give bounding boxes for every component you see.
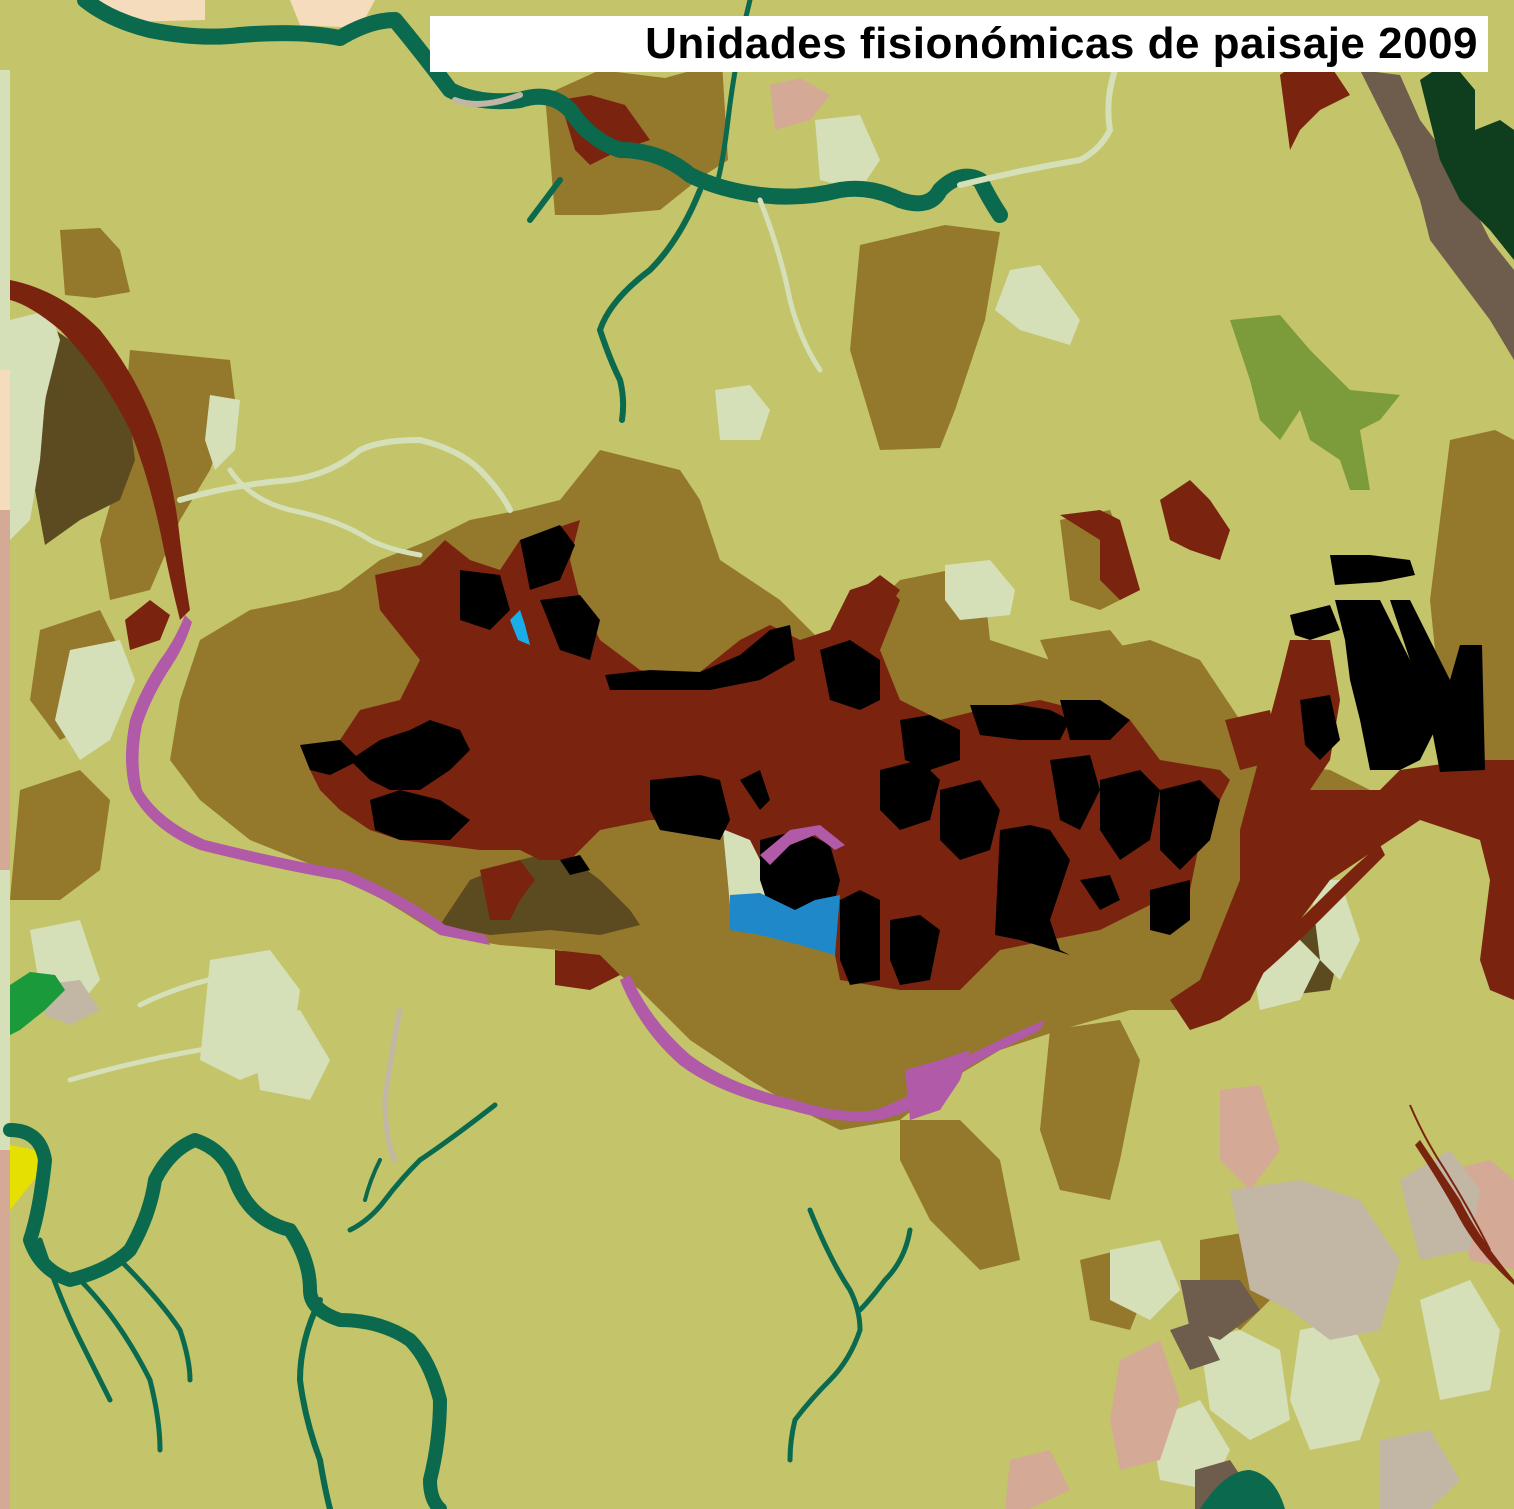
pink-grey-units <box>40 70 1514 1509</box>
streams-brown <box>1409 1104 1491 1251</box>
map-title-box: Unidades fisionómicas de paisaje 2009 <box>430 16 1488 72</box>
map-title: Unidades fisionómicas de paisaje 2009 <box>645 19 1478 68</box>
minor-roads <box>67 67 1118 1163</box>
left-edge-strips <box>0 70 10 1509</box>
rivers <box>3 0 1008 1509</box>
pale-units <box>10 115 1500 1490</box>
green-units <box>10 60 1514 1509</box>
water-bodies <box>510 610 840 955</box>
roads <box>126 615 1045 1122</box>
